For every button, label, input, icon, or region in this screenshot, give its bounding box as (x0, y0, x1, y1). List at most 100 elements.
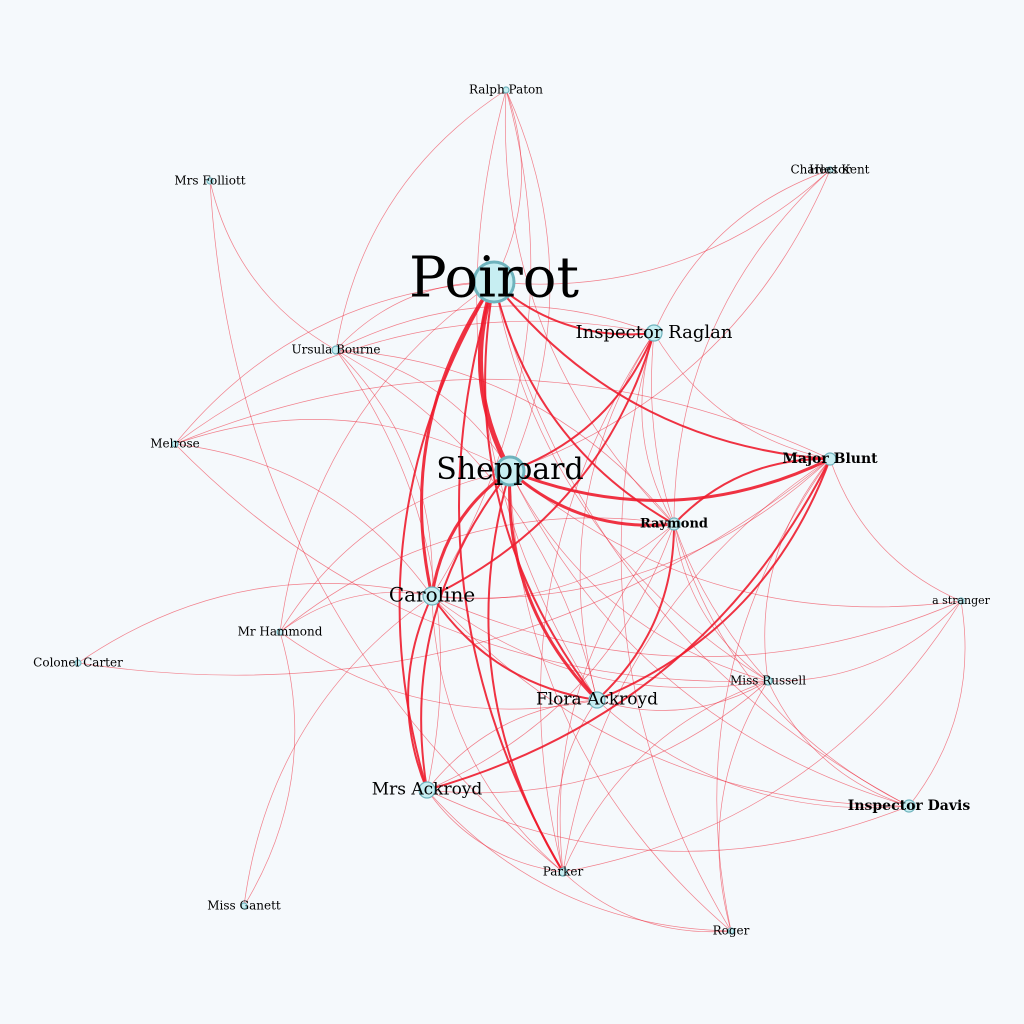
edge-caroline-raymond (431, 523, 675, 600)
node-label-hector: Hector (809, 163, 851, 177)
node-charles-kent[interactable] (826, 166, 834, 174)
edge-flora-ackroyd-major-blunt (596, 458, 831, 701)
edge-sheppard-flora-ackroyd (508, 469, 599, 702)
node-label-a-stranger: a stranger (932, 594, 991, 607)
edge-flora-ackroyd-miss-russell (596, 680, 769, 711)
edge-miss-russell-parker (562, 680, 769, 873)
edge-poirot-inspector-davis (493, 281, 910, 807)
edge-mrs-ackroyd-major-blunt (426, 458, 831, 791)
edge-caroline-flora-ackroyd (431, 595, 598, 701)
edge-sheppard-parker (487, 470, 564, 873)
edge-sheppard-melrose (174, 419, 511, 472)
edge-poirot-ursula-bourne (335, 281, 495, 351)
node-caroline[interactable] (422, 586, 442, 606)
edge-sheppard-charles-kent (509, 169, 831, 472)
node-label-poirot: Poirot (409, 246, 580, 311)
node-label-miss-ganett: Miss Ganett (207, 899, 281, 913)
edge-major-blunt-melrose (174, 378, 831, 460)
node-label-mr-hammond: Mr Hammond (238, 625, 323, 639)
node-mr-hammond[interactable] (276, 628, 284, 636)
node-roger[interactable] (727, 927, 735, 935)
edge-major-blunt-parker (562, 458, 831, 873)
edge-ralph-paton-raymond (505, 89, 675, 525)
node-inspector-raglan[interactable] (645, 324, 663, 342)
nodes-layer (74, 86, 965, 935)
node-label-roger: Roger (713, 924, 750, 938)
edge-caroline-mr-hammond (279, 592, 433, 633)
node-label-charles-kent: Charles Kent (790, 163, 869, 177)
edge-poirot-major-blunt (493, 281, 831, 460)
edge-flora-ackroyd-raymond (596, 523, 676, 701)
edge-mrs-ackroyd-inspector-davis (426, 789, 910, 852)
node-major-blunt[interactable] (823, 452, 837, 466)
node-label-caroline: Caroline (389, 583, 475, 607)
node-label-mrs-ackroyd: Mrs Ackroyd (372, 780, 483, 800)
edges-layer (77, 89, 966, 933)
edge-sheppard-mr-hammond (279, 470, 511, 633)
edge-poirot-caroline (420, 280, 496, 598)
edge-flora-ackroyd-ursula-bourne (335, 349, 598, 701)
node-poirot[interactable] (472, 260, 516, 304)
edge-inspector-raglan-roger (620, 332, 732, 932)
edge-colonel-carter-major-blunt (77, 458, 831, 676)
node-miss-russell[interactable] (763, 676, 773, 686)
node-label-sheppard: Sheppard (436, 452, 583, 487)
edge-caroline-ralph-paton (431, 89, 532, 597)
node-raymond[interactable] (667, 517, 681, 531)
node-a-stranger[interactable] (957, 597, 965, 605)
edge-poirot-charles-kent (493, 169, 831, 285)
edge-inspector-raglan-parker (540, 332, 655, 873)
node-label-ralph-paton: Ralph Paton (469, 83, 543, 97)
edge-caroline-inspector-raglan (431, 332, 655, 597)
edge-major-blunt-roger (716, 458, 831, 932)
edge-caroline-mrs-ackroyd (407, 595, 433, 791)
node-mrs-ackroyd[interactable] (418, 781, 436, 799)
edge-miss-russell-roger (718, 680, 769, 932)
edge-caroline-ursula-bourne (335, 349, 433, 597)
edge-mrs-folliott-ursula-bourne (209, 180, 337, 351)
node-ursula-bourne[interactable] (331, 345, 341, 355)
edge-mrs-ackroyd-ursula-bourne (335, 349, 441, 791)
edge-mr-hammond-flora-ackroyd (279, 631, 598, 710)
edge-raymond-ursula-bourne (335, 349, 675, 525)
edge-caroline-inspector-davis (431, 595, 910, 807)
edge-poirot-ralph-paton (493, 89, 522, 283)
edge-sheppard-inspector-davis (509, 470, 910, 807)
edge-inspector-raglan-melrose (174, 320, 655, 445)
edge-major-blunt-raymond (673, 457, 831, 525)
edge-mrs-ackroyd-miss-russell (426, 680, 769, 794)
edge-sheppard-ursula-bourne (335, 349, 511, 472)
edge-melrose-miss-russell (174, 443, 769, 682)
edge-miss-ganett-mr-hammond (243, 631, 296, 907)
edge-caroline-colonel-carter (77, 583, 433, 664)
node-melrose[interactable] (171, 440, 179, 448)
edge-ralph-paton-ursula-bourne (335, 89, 507, 351)
edge-miss-russell-a-stranger (767, 600, 962, 682)
edge-flora-ackroyd-inspector-davis (596, 699, 910, 809)
node-miss-ganett[interactable] (240, 902, 248, 910)
edge-poirot-mr-hammond (279, 281, 495, 633)
edge-parker-a-stranger (562, 600, 962, 873)
node-flora-ackroyd[interactable] (588, 691, 606, 709)
edge-inspector-raglan-ursula-bourne (335, 305, 655, 351)
node-label-mrs-folliott: Mrs Folliott (174, 174, 245, 188)
edge-parker-roger (562, 871, 732, 933)
node-label-colonel-carter: Colonel Carter (33, 656, 123, 670)
node-sheppard[interactable] (494, 455, 526, 487)
edge-caroline-parker (431, 595, 564, 873)
edge-ralph-paton-flora-ackroyd (476, 89, 598, 701)
edge-mrs-folliott-parker (209, 180, 564, 873)
edge-flora-ackroyd-mrs-ackroyd (426, 699, 598, 791)
edge-sheppard-major-blunt (508, 457, 832, 502)
edge-raymond-inspector-davis (673, 523, 910, 807)
node-mrs-folliott[interactable] (206, 177, 214, 185)
node-colonel-carter[interactable] (74, 659, 82, 667)
edge-poirot-miss-russell (493, 281, 769, 682)
node-parker[interactable] (558, 867, 568, 877)
edge-sheppard-caroline (430, 469, 512, 598)
node-inspector-davis[interactable] (902, 799, 916, 813)
node-label-raymond: Raymond (640, 517, 708, 532)
edge-mrs-ackroyd-raymond (426, 523, 675, 791)
node-ralph-paton[interactable] (502, 86, 510, 94)
node-label-parker: Parker (543, 865, 584, 879)
